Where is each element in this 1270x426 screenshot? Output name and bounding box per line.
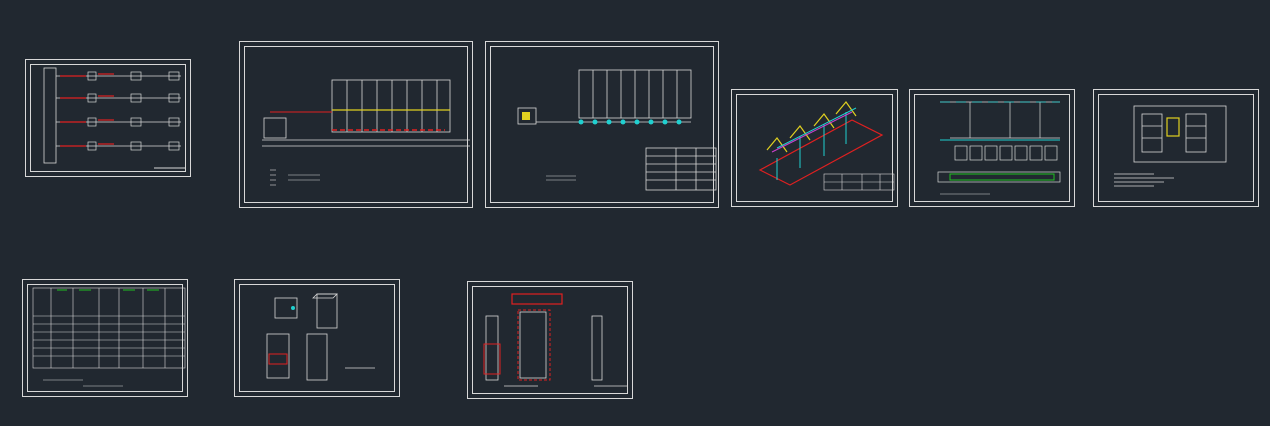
sheet-frame — [30, 64, 186, 172]
station-plan-drawing — [262, 79, 470, 186]
single-line-diagram-drawing — [43, 67, 186, 169]
sheet-frame — [914, 94, 1070, 202]
sheet-frame — [490, 46, 714, 203]
sheet-parking-layout[interactable] — [485, 41, 719, 208]
cabinet-layout-drawing — [1114, 105, 1227, 187]
sheet-cabinet-elevation[interactable] — [234, 279, 400, 397]
sheet-single-line-diagram[interactable] — [25, 59, 191, 177]
distribution-schematic-drawing — [937, 101, 1061, 195]
canopy-isometric-drawing — [758, 101, 895, 191]
sheet-equipment-table[interactable] — [22, 279, 188, 397]
sheet-distribution-schematic[interactable] — [909, 89, 1075, 207]
sheet-frame — [27, 284, 183, 392]
sheet-charging-station-plan[interactable] — [239, 41, 473, 208]
sheet-frame — [472, 286, 628, 394]
sheet-canopy-isometric[interactable] — [731, 89, 898, 207]
parking-layout-drawing — [517, 69, 717, 191]
sheet-frame — [244, 46, 468, 203]
sheet-frame — [1098, 94, 1254, 202]
equipment-table-drawing — [32, 287, 186, 387]
cabinet-elevation-drawing — [266, 293, 375, 381]
sheet-charger-pile-elevation[interactable] — [467, 281, 633, 399]
charger-pile-drawing — [483, 293, 628, 387]
sheet-cabinet-layout[interactable] — [1093, 89, 1259, 207]
sheet-frame — [736, 94, 893, 202]
sheet-frame — [239, 284, 395, 392]
